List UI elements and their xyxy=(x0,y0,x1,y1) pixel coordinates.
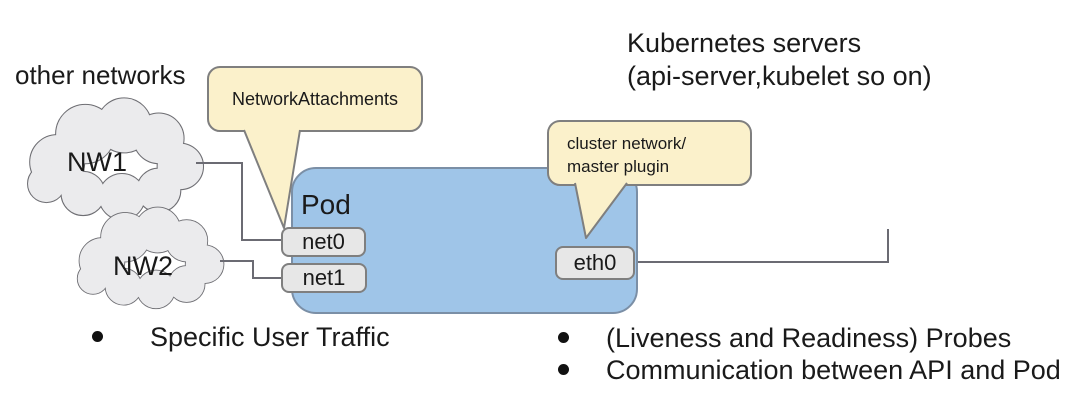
callout-network-attachments-tail xyxy=(243,129,301,229)
interface-net1: net1 xyxy=(281,263,367,293)
callout-cluster-network-line1: cluster network/ xyxy=(567,134,687,153)
bullet-probes: (Liveness and Readiness) Probes xyxy=(606,323,1012,353)
kubernetes-servers-line1: Kubernetes servers xyxy=(627,28,862,58)
callout-cluster-network: cluster network/ master plugin xyxy=(547,120,752,186)
interface-eth0-label: eth0 xyxy=(573,250,617,275)
callout-cluster-network-line2: master plugin xyxy=(567,157,670,176)
pod-label: Pod xyxy=(301,189,351,220)
cloud-label-nw2: NW2 xyxy=(113,251,173,281)
interface-eth0: eth0 xyxy=(555,246,635,280)
interface-net0: net0 xyxy=(281,227,366,257)
kubernetes-servers-line2: (api-server,kubelet so on) xyxy=(627,61,932,91)
interface-net0-label: net0 xyxy=(302,229,345,254)
cloud-label-nw1: NW1 xyxy=(67,147,127,177)
bullet-dot xyxy=(92,331,103,342)
callout-cluster-network-tail xyxy=(574,182,628,239)
bullet-specific-user-traffic: Specific User Traffic xyxy=(150,322,390,352)
bullet-dot xyxy=(558,332,569,343)
interface-net1-label: net1 xyxy=(302,265,346,290)
bullet-dot xyxy=(558,364,569,375)
callout-network-attachments-label: NetworkAttachments xyxy=(231,88,399,109)
other-networks-label: other networks xyxy=(15,60,186,90)
kubernetes-servers-label: Kubernetes servers (api-server,kubelet s… xyxy=(627,27,932,93)
callout-network-attachments: NetworkAttachments xyxy=(207,66,423,132)
connector-eth0-external xyxy=(637,229,889,263)
bullet-communication: Communication between API and Pod xyxy=(606,355,1061,385)
connector-nw2-net1 xyxy=(220,260,281,279)
connector-nw1-net0 xyxy=(196,162,281,241)
